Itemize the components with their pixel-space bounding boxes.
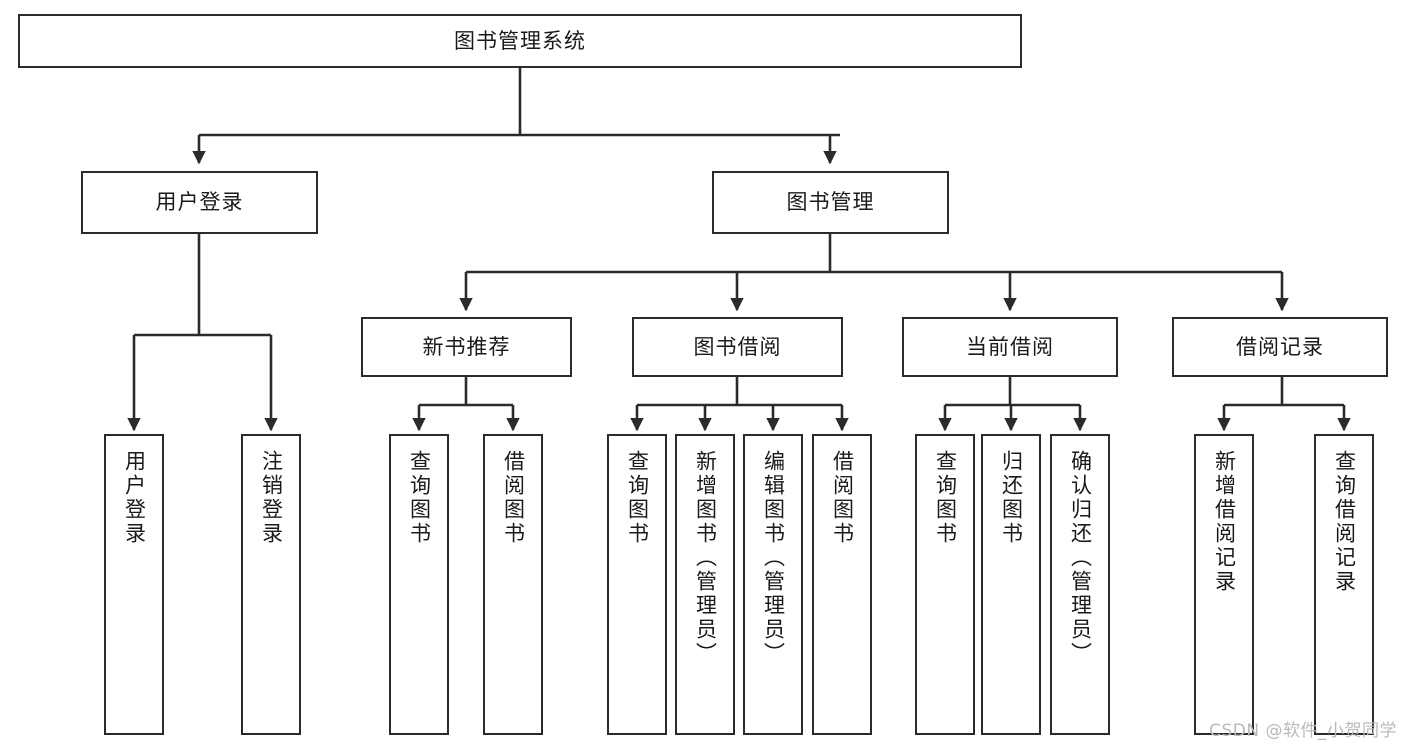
leaf-book-borrow-2[interactable]: 新增图书（管理员）	[675, 434, 735, 735]
leaf-new-book-recommend-1-label: 查询图书	[407, 450, 432, 546]
node-borrow-record-label: 借阅记录	[1236, 334, 1324, 359]
node-book-management-label: 图书管理	[786, 190, 875, 215]
leaf-book-borrow-1-label: 查询图书	[625, 450, 650, 546]
leaf-book-borrow-4[interactable]: 借阅图书	[812, 434, 872, 735]
node-current-borrow-label: 当前借阅	[966, 334, 1054, 359]
node-new-book-recommend[interactable]: 新书推荐	[361, 317, 572, 377]
leaf-current-borrow-3[interactable]: 确认归还（管理员）	[1050, 434, 1110, 735]
node-user-login-label: 用户登录	[155, 190, 244, 215]
leaf-new-book-recommend-1[interactable]: 查询图书	[389, 434, 449, 735]
node-root-label: 图书管理系统	[454, 28, 586, 53]
leaf-borrow-record-2-label: 查询借阅记录	[1332, 450, 1357, 594]
node-current-borrow[interactable]: 当前借阅	[902, 317, 1118, 377]
node-book-borrow[interactable]: 图书借阅	[632, 317, 843, 377]
leaf-current-borrow-2[interactable]: 归还图书	[981, 434, 1041, 735]
leaf-user-login-1[interactable]: 用户登录	[104, 434, 164, 735]
leaf-book-borrow-2-label: 新增图书（管理员）	[693, 450, 718, 666]
node-book-management[interactable]: 图书管理	[712, 171, 949, 234]
node-user-login[interactable]: 用户登录	[81, 171, 318, 234]
leaf-borrow-record-1[interactable]: 新增借阅记录	[1194, 434, 1254, 735]
node-book-borrow-label: 图书借阅	[693, 334, 782, 359]
leaf-new-book-recommend-2[interactable]: 借阅图书	[483, 434, 543, 735]
node-new-book-recommend-label: 新书推荐	[422, 334, 511, 359]
leaf-user-login-2-label: 注销登录	[259, 450, 284, 546]
leaf-current-borrow-1[interactable]: 查询图书	[915, 434, 975, 735]
leaf-book-borrow-3-label: 编辑图书（管理员）	[761, 450, 786, 666]
leaf-user-login-1-label: 用户登录	[122, 450, 147, 546]
leaf-current-borrow-1-label: 查询图书	[933, 450, 958, 546]
leaf-book-borrow-4-label: 借阅图书	[830, 450, 855, 546]
leaf-book-borrow-3[interactable]: 编辑图书（管理员）	[743, 434, 803, 735]
leaf-borrow-record-1-label: 新增借阅记录	[1212, 450, 1237, 594]
leaf-book-borrow-1[interactable]: 查询图书	[607, 434, 667, 735]
leaf-current-borrow-3-label: 确认归还（管理员）	[1068, 450, 1093, 666]
leaf-user-login-2[interactable]: 注销登录	[241, 434, 301, 735]
node-root[interactable]: 图书管理系统	[18, 14, 1022, 68]
leaf-current-borrow-2-label: 归还图书	[999, 450, 1024, 546]
leaf-new-book-recommend-2-label: 借阅图书	[501, 450, 526, 546]
leaf-borrow-record-2[interactable]: 查询借阅记录	[1314, 434, 1374, 735]
node-borrow-record[interactable]: 借阅记录	[1172, 317, 1388, 377]
